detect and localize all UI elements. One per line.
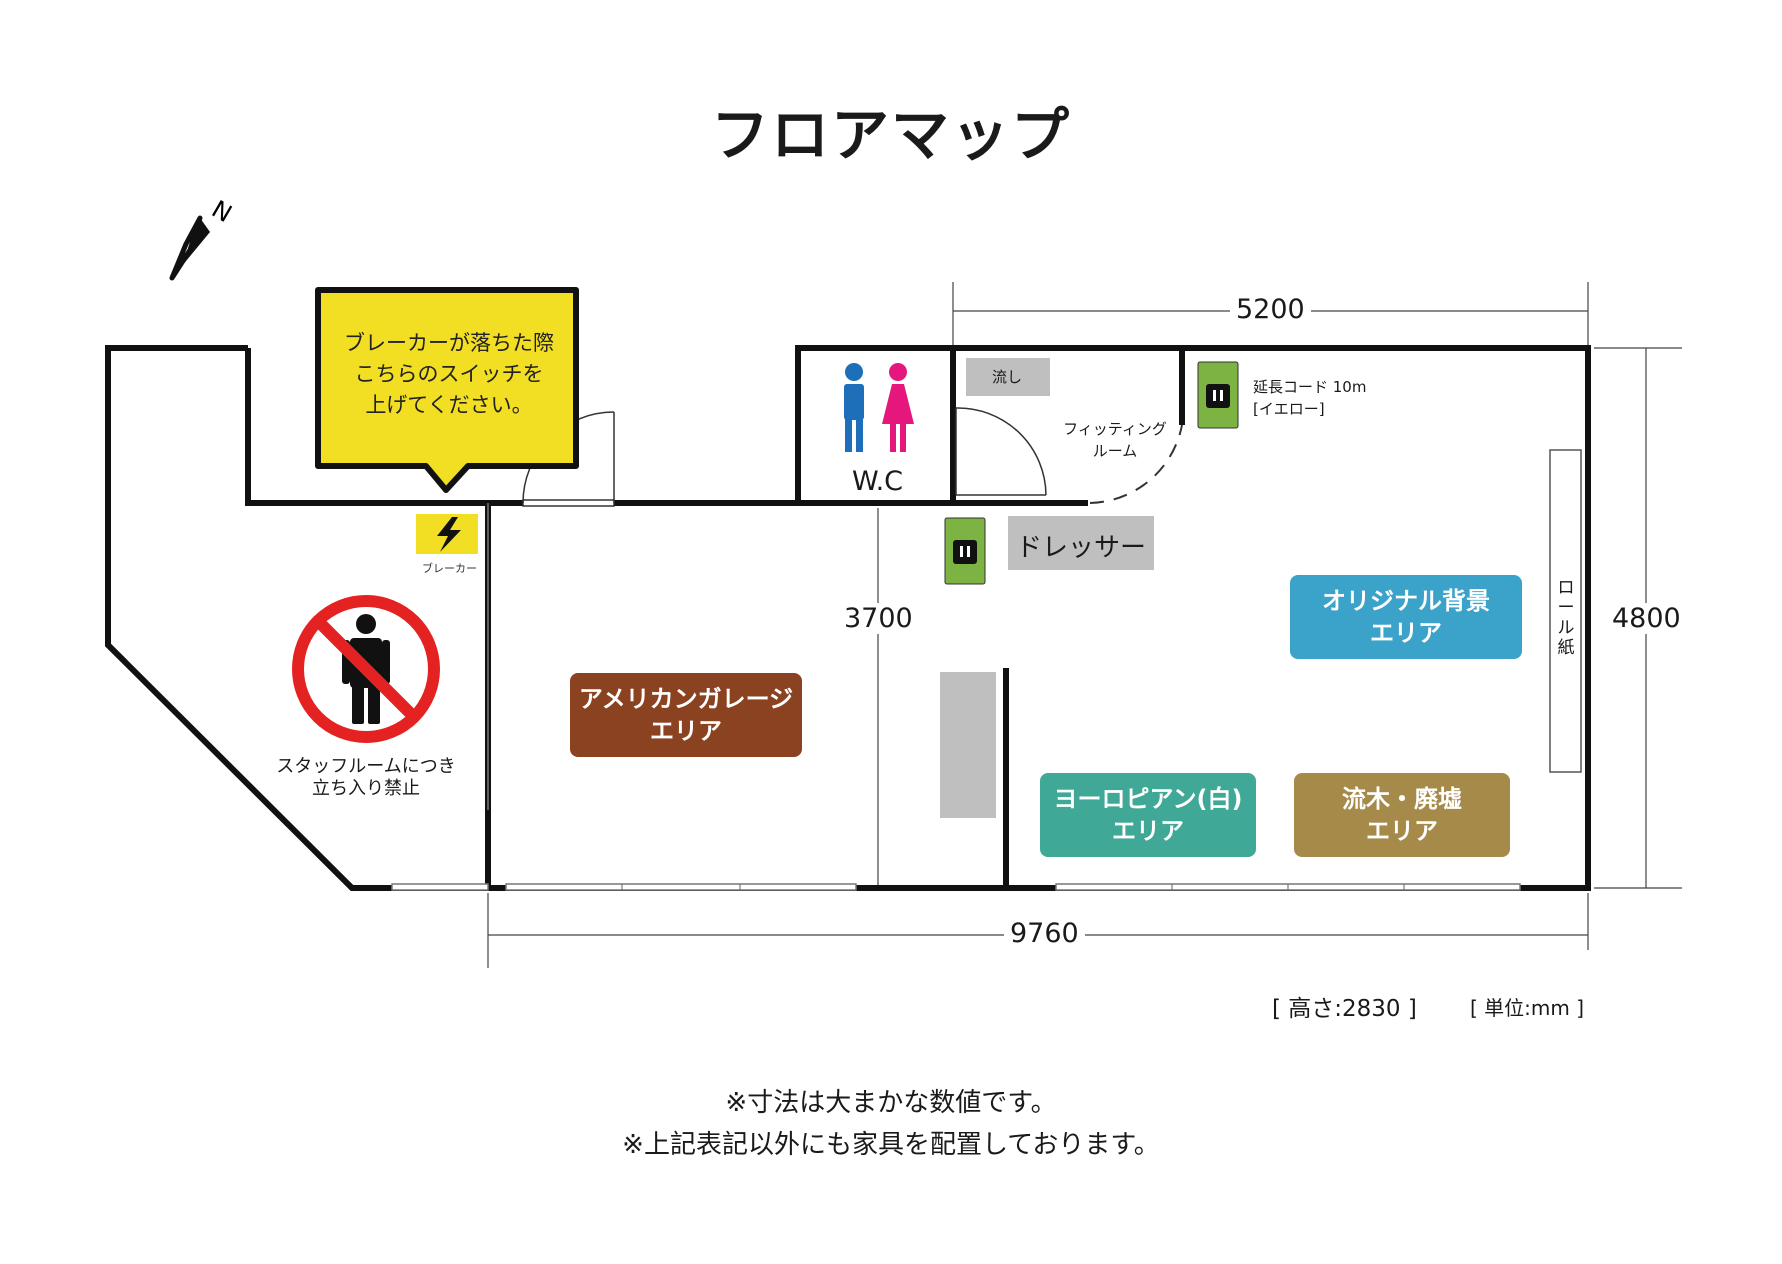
no-entry-icon xyxy=(292,595,440,743)
breaker-label: ブレーカー xyxy=(422,562,477,575)
roll-paper-stand xyxy=(1549,449,1582,773)
zone-line: アメリカンガレージ xyxy=(578,685,794,713)
fitting-room-label: フィッティング ルーム xyxy=(1060,418,1170,462)
extension-cord-label: 延長コード 10m [イエロー] xyxy=(1253,376,1366,420)
fitting-room-line: ルーム xyxy=(1092,442,1138,460)
callout-line: こちらのスイッチを xyxy=(354,362,544,386)
no-entry-caption: スタッフルームにつき 立ち入り禁止 xyxy=(274,756,458,800)
dimension-middle: 3700 xyxy=(838,603,919,634)
dimension-right: 4800 xyxy=(1606,603,1687,634)
extension-cord-line: [イエロー] xyxy=(1253,400,1325,418)
zone-line: 流木・廃墟 xyxy=(1342,785,1462,813)
wc-label: W.C xyxy=(852,466,904,497)
dresser-label: ドレッサー xyxy=(1015,533,1146,563)
height-note: [ 高さ:2830 ] xyxy=(1272,996,1417,1022)
unit-note: [ 単位:mm ] xyxy=(1470,996,1585,1020)
compass-icon: N xyxy=(169,195,237,281)
zone-line: エリア xyxy=(1112,817,1184,845)
zone-driftwood-ruins: 流木・廃墟 エリア xyxy=(1294,773,1510,857)
zone-line: オリジナル背景 xyxy=(1322,587,1490,615)
no-entry-line: 立ち入り禁止 xyxy=(312,778,420,799)
zone-line: エリア xyxy=(1370,619,1442,647)
dimension-bottom: 9760 xyxy=(1004,918,1085,949)
breaker-callout-text: ブレーカーが落ちた際 こちらのスイッチを 上げてください。 xyxy=(328,328,570,421)
zone-line: エリア xyxy=(1366,817,1438,845)
zone-original-background: オリジナル背景 エリア xyxy=(1290,575,1522,659)
footer-notes: ※寸法は大まかな数値です。 ※上記表記以外にも家具を配置しております。 xyxy=(0,1082,1782,1166)
page-title: フロアマップ xyxy=(710,101,1071,169)
window-dividers xyxy=(621,884,1405,890)
callout-line: 上げてください。 xyxy=(365,393,533,417)
note-line: ※上記表記以外にも家具を配置しております。 xyxy=(622,1130,1160,1160)
roll-paper-label: ロール紙 xyxy=(1557,578,1575,658)
dresser-box xyxy=(1008,516,1154,570)
furniture-block xyxy=(940,672,996,818)
note-line: ※寸法は大まかな数値です。 xyxy=(725,1088,1057,1118)
extension-cord-line: 延長コード 10m xyxy=(1253,378,1367,396)
outlet-icon-dresser xyxy=(944,517,986,585)
zone-line: ヨーロピアン(白) xyxy=(1053,785,1243,813)
breaker-switch-icon xyxy=(416,514,478,554)
no-entry-line: スタッフルームにつき xyxy=(276,756,456,777)
dimension-top: 5200 xyxy=(1230,294,1311,325)
outlet-icon-fitting xyxy=(1197,361,1239,429)
breaker-callout-bubble xyxy=(315,287,579,493)
compass-north-label: N xyxy=(207,195,237,228)
fitting-room-line: フィッティング xyxy=(1063,420,1167,438)
sink-box xyxy=(966,358,1050,396)
zone-line: エリア xyxy=(650,717,722,745)
wc-icon xyxy=(844,363,914,452)
sink-label: 流し xyxy=(992,368,1023,386)
zone-american-garage: アメリカンガレージ エリア xyxy=(570,673,802,757)
callout-line: ブレーカーが落ちた際 xyxy=(344,331,554,355)
zone-european: ヨーロピアン(白) エリア xyxy=(1040,773,1256,857)
